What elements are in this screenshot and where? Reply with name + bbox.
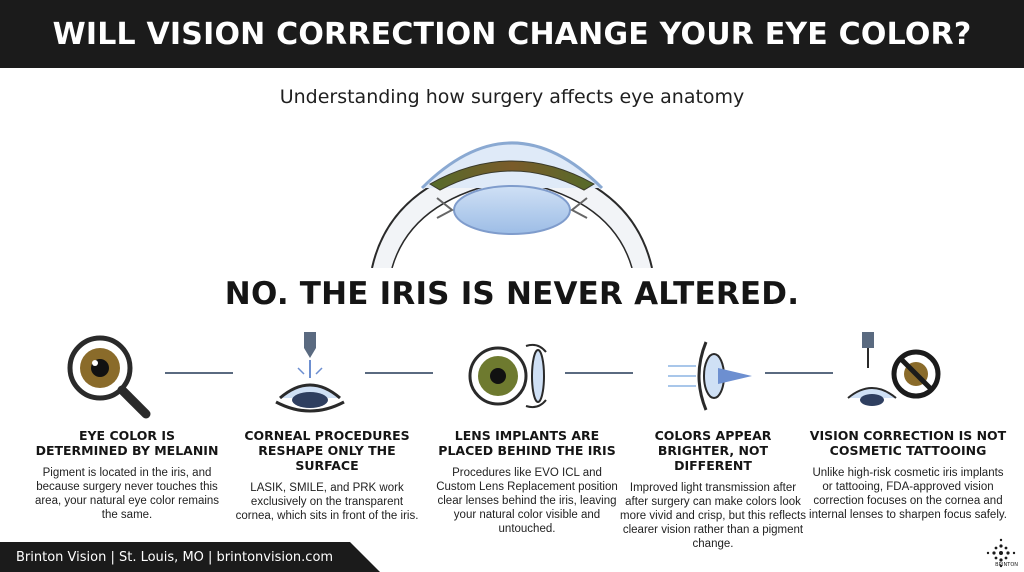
magnifier-eye-icon bbox=[67, 335, 151, 419]
logo-wordmark: BRINTON bbox=[995, 562, 1018, 568]
column-body: Pigment is located in the iris, and beca… bbox=[34, 467, 220, 521]
info-column-corneal: CORNEAL PROCEDURES RESHAPE ONLY THE SURF… bbox=[232, 428, 422, 523]
answer-headline: NO. THE IRIS IS NEVER ALTERED. bbox=[224, 276, 800, 312]
connector-line bbox=[165, 372, 233, 374]
no-tattoo-icon bbox=[847, 332, 941, 406]
column-title: VISION CORRECTION IS NOT COSMETIC TATTOO… bbox=[809, 428, 1007, 458]
eye-cross-section-illustration bbox=[371, 141, 653, 268]
connector-line bbox=[365, 372, 433, 374]
brinton-logo-icon bbox=[986, 538, 1016, 568]
connector-line bbox=[765, 372, 833, 374]
connector-line bbox=[565, 372, 633, 374]
lens-implant-icon bbox=[468, 343, 547, 409]
column-body: Procedures like EVO ICL and Custom Lens … bbox=[436, 467, 618, 535]
column-title: COLORS APPEAR BRIGHTER, NOT DIFFERENT bbox=[654, 428, 772, 473]
column-title: EYE COLOR IS DETERMINED BY MELANIN bbox=[35, 428, 219, 458]
info-column-colors: COLORS APPEAR BRIGHTER, NOT DIFFERENT Im… bbox=[618, 428, 808, 551]
footer-bar: Brinton Vision | St. Louis, MO | brinton… bbox=[0, 542, 380, 572]
laser-cornea-icon bbox=[275, 332, 345, 413]
column-body: Unlike high-risk cosmetic iris implants … bbox=[809, 467, 1007, 521]
column-body: LASIK, SMILE, and PRK work exclusively o… bbox=[235, 482, 419, 522]
subtitle: Understanding how surgery affects eye an… bbox=[279, 86, 745, 108]
column-body: Improved light transmission after after … bbox=[620, 482, 806, 550]
column-title: CORNEAL PROCEDURES RESHAPE ONLY THE SURF… bbox=[244, 428, 410, 473]
light-transmission-icon bbox=[668, 341, 752, 411]
info-column-lens-implants: LENS IMPLANTS ARE PLACED BEHIND THE IRIS… bbox=[432, 428, 622, 536]
footer-text: Brinton Vision | St. Louis, MO | brinton… bbox=[16, 549, 334, 565]
info-column-melanin: EYE COLOR IS DETERMINED BY MELANIN Pigme… bbox=[32, 428, 222, 522]
info-column-not-cosmetic: VISION CORRECTION IS NOT COSMETIC TATTOO… bbox=[808, 428, 1008, 522]
page-title: WILL VISION CORRECTION CHANGE YOUR EYE C… bbox=[52, 16, 972, 52]
title-banner: WILL VISION CORRECTION CHANGE YOUR EYE C… bbox=[0, 0, 1024, 68]
column-title: LENS IMPLANTS ARE PLACED BEHIND THE IRIS bbox=[438, 428, 616, 458]
